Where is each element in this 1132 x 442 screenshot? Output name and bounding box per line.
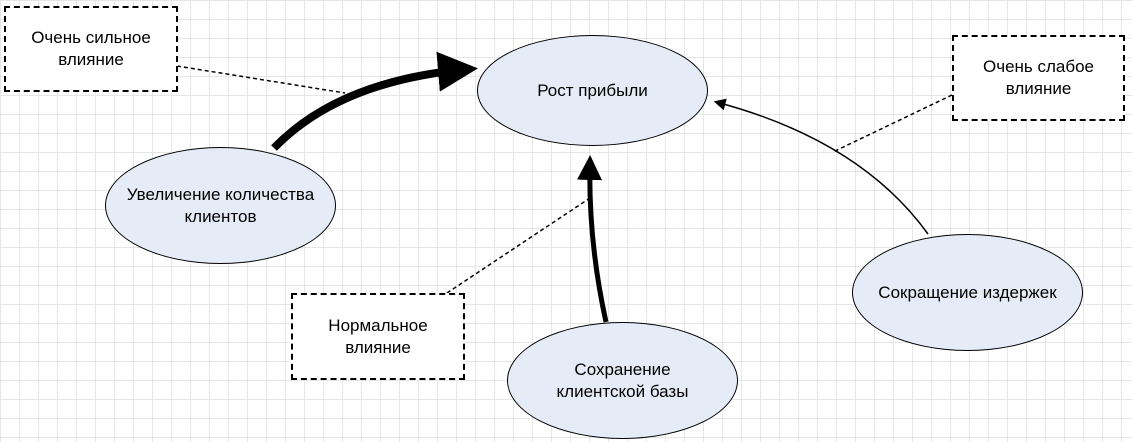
box-label: Очень слабое влияние xyxy=(982,57,1095,98)
dashed-link-strong xyxy=(176,65,346,94)
node-label: Рост прибыли xyxy=(537,80,648,100)
strong-arrow xyxy=(271,51,478,151)
node-clients-increase[interactable]: Увеличение количества клиентов xyxy=(105,147,336,264)
label-very-strong[interactable]: Очень сильное влияние xyxy=(4,6,178,92)
weak-arrow xyxy=(713,98,929,235)
node-label: Сокращение издержек xyxy=(878,282,1057,302)
dashed-link-normal xyxy=(446,197,591,294)
node-client-retention[interactable]: Сохранение клиентской базы xyxy=(507,322,738,439)
label-very-weak[interactable]: Очень слабое влияние xyxy=(952,35,1125,121)
node-cost-cutting[interactable]: Сокращение издержек xyxy=(852,234,1083,351)
box-label: Очень сильное влияние xyxy=(31,28,151,69)
label-normal[interactable]: Нормальное влияние xyxy=(291,293,465,380)
dashed-link-weak xyxy=(832,94,953,153)
node-label: Увеличение количества клиентов xyxy=(126,184,315,226)
node-profit-growth[interactable]: Рост прибыли xyxy=(477,35,708,146)
box-label: Нормальное влияние xyxy=(328,315,428,357)
node-label: Сохранение клиентской базы xyxy=(556,359,689,401)
normal-arrow xyxy=(577,155,609,323)
